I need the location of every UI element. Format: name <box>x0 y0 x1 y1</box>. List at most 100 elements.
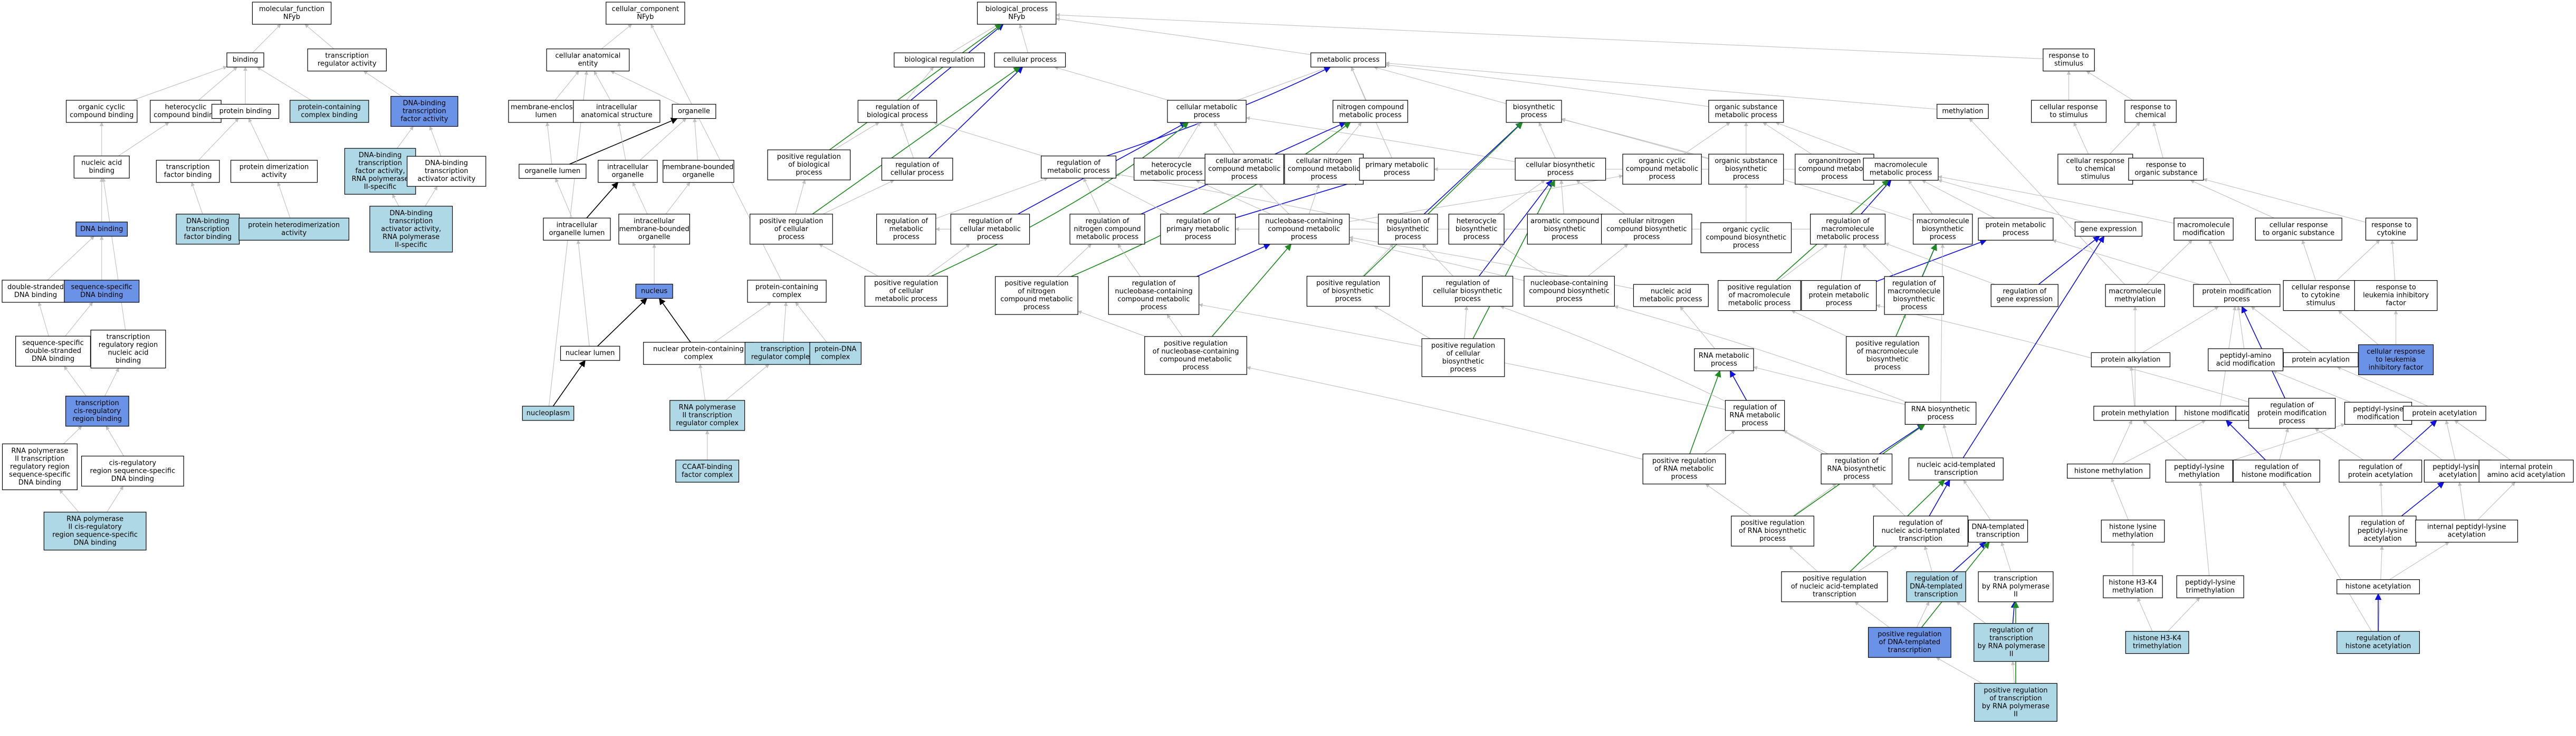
go-term-prot-methyl[interactable]: protein methylation <box>2093 406 2177 421</box>
go-term-hist-methyl[interactable]: histone methylation <box>2067 463 2150 479</box>
go-term-bio-reg[interactable]: biological regulation <box>894 52 985 68</box>
go-term-prot-acet[interactable]: protein acetylation <box>2402 406 2486 421</box>
go-term-dna-bind[interactable]: DNA binding <box>75 222 128 237</box>
go-term-organelle[interactable]: organelle <box>672 103 716 119</box>
go-term-gene-expr[interactable]: gene expression <box>2074 222 2143 237</box>
go-term-reg-macro-bios[interactable]: regulation ofmacromoleculebiosyntheticpr… <box>1884 276 1944 315</box>
go-term-nucleus[interactable]: nucleus <box>635 283 673 299</box>
go-term-prot-acyl[interactable]: protein acylation <box>2283 352 2359 367</box>
go-term-cell-proc[interactable]: cellular process <box>994 52 1066 68</box>
go-term-met-proc[interactable]: metabolic process <box>1310 52 1386 68</box>
go-term-binding[interactable]: binding <box>226 52 264 68</box>
